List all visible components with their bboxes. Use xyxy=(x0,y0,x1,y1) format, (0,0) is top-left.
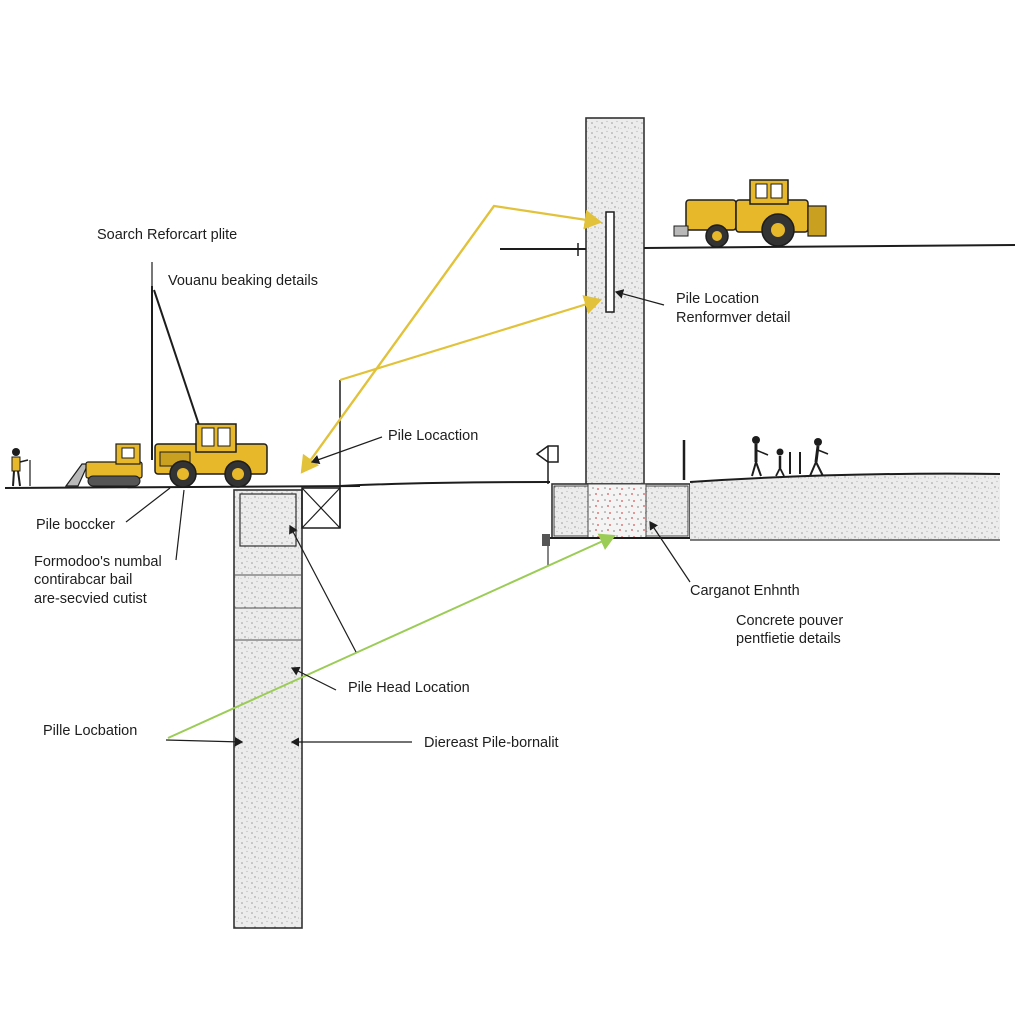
worker-icon xyxy=(751,436,769,477)
excavator-icon xyxy=(151,286,268,488)
green-arrow xyxy=(167,533,616,739)
label-pile-blocker: Pile boccker xyxy=(36,517,115,533)
label-concrete-2: pentfietie details xyxy=(736,631,841,647)
label-pile-location-top: Pile Location xyxy=(676,291,760,307)
label-diereast-pile: Diereast Pile-bornalit xyxy=(424,735,559,751)
leader-pile-head-2 xyxy=(290,666,337,691)
right-ground-line xyxy=(689,472,1001,483)
formwork-box xyxy=(301,380,341,529)
label-volume-breaking: Vouanu beaking details xyxy=(168,273,318,289)
right-ground-slab xyxy=(690,473,1000,540)
worker-icon xyxy=(809,438,829,477)
bulldozer-icon xyxy=(64,443,143,487)
leader-pile-location-bottom xyxy=(165,737,244,747)
pile-cap-footing xyxy=(542,483,691,566)
label-carganot-enthth: Carganot Enhnth xyxy=(690,583,800,599)
label-pile-location-mid: Pile Locaction xyxy=(388,428,479,444)
survey-marker-icon xyxy=(535,445,559,484)
label-pile-location-bottom: Pille Locbation xyxy=(43,723,138,739)
label-formwork-1: Formodoo's numbal xyxy=(34,554,162,570)
upper-ground-line-right xyxy=(643,244,1016,249)
loader-icon xyxy=(673,179,827,248)
leader-carganot xyxy=(649,521,691,583)
leader-formwork xyxy=(175,489,185,561)
leader-pile-blocker xyxy=(125,487,171,523)
label-formwork-3: are-secvied cutist xyxy=(34,591,147,607)
label-reinforcement-detail: Renformver detail xyxy=(676,310,791,326)
leader-pile-location-top xyxy=(614,289,665,306)
label-concrete-1: Concrete pouver xyxy=(736,613,844,629)
label-search-reinforcement: Soarch Reforcart plite xyxy=(97,227,238,243)
ground-line-center xyxy=(339,481,551,487)
leader-pile-location-mid xyxy=(310,436,383,465)
yellow-arrow-lower xyxy=(339,295,603,382)
worker-icon xyxy=(11,448,31,487)
leader-pile-head xyxy=(289,524,357,653)
yellow-arrow-upper-start xyxy=(300,205,495,474)
worker-icon xyxy=(775,448,785,477)
left-pile xyxy=(233,489,303,929)
label-formwork-2: contirabcar bail xyxy=(34,572,133,588)
label-pile-head-location: Pile Head Location xyxy=(348,680,470,696)
